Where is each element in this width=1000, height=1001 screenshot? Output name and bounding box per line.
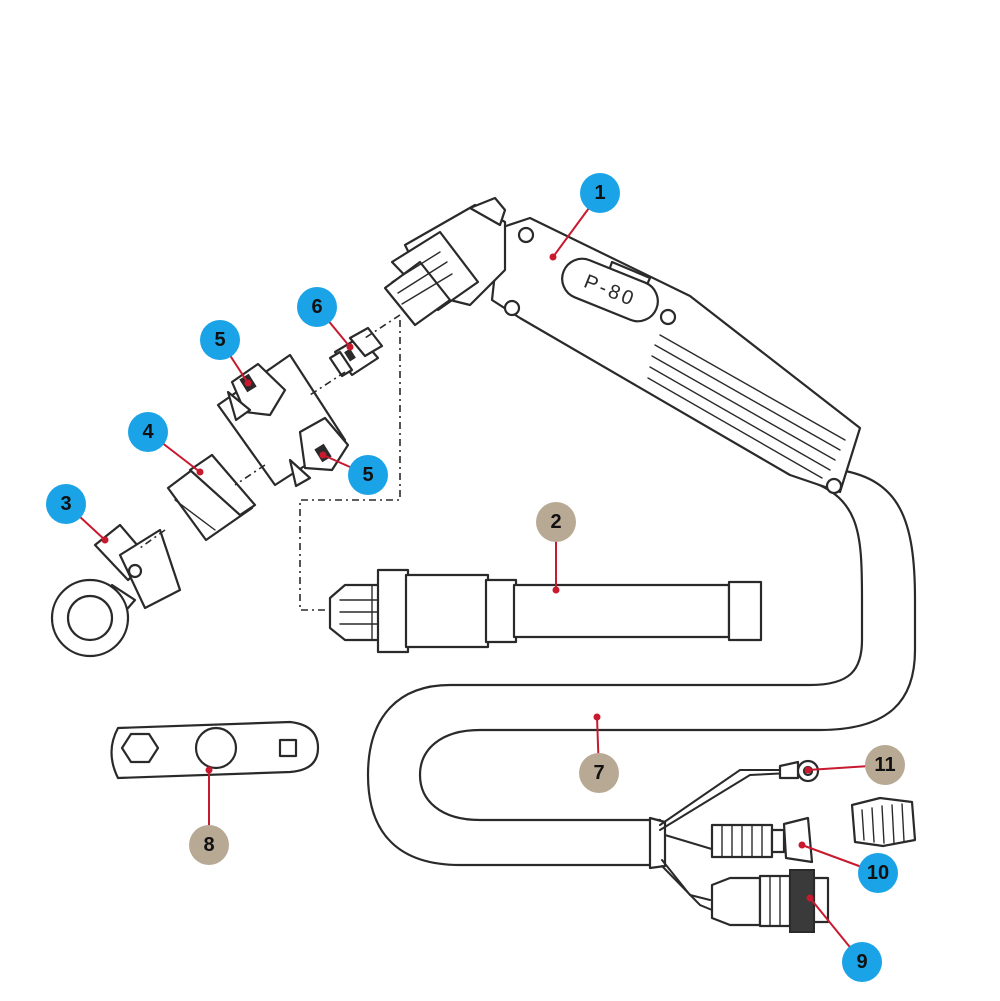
callout-badge-circle bbox=[46, 484, 86, 524]
callout-badges: 1 2 3 4 5 5 6 7 bbox=[46, 173, 905, 982]
callout-number: 5 bbox=[362, 464, 373, 486]
callout-badge-circle bbox=[842, 942, 882, 982]
callout-2: 2 bbox=[536, 502, 576, 542]
callout-10: 10 bbox=[858, 853, 898, 893]
callout-number: 6 bbox=[311, 296, 322, 318]
callout-badge-circle bbox=[865, 745, 905, 785]
callout-6: 6 bbox=[297, 287, 337, 327]
handle-grip-lines bbox=[647, 334, 846, 479]
callout-number: 11 bbox=[874, 754, 895, 776]
callout-5-swirl-ring: 5 bbox=[200, 320, 240, 360]
assembly-centerlines bbox=[139, 314, 401, 611]
callout-badge-circle bbox=[536, 502, 576, 542]
callout-3: 3 bbox=[46, 484, 86, 524]
callout-badge-circle bbox=[858, 853, 898, 893]
callout-number: 9 bbox=[856, 951, 867, 973]
callout-number: 10 bbox=[867, 862, 889, 884]
callout-number: 7 bbox=[593, 762, 604, 784]
callout-badge-circle bbox=[297, 287, 337, 327]
cable-connectors bbox=[659, 759, 917, 933]
callout-9: 9 bbox=[842, 942, 882, 982]
spanner-wrench bbox=[110, 720, 320, 780]
callout-badge-circle bbox=[189, 825, 229, 865]
callout-badge-circle bbox=[579, 753, 619, 793]
callout-8: 8 bbox=[189, 825, 229, 865]
torch-body bbox=[328, 568, 763, 654]
callout-1: 1 bbox=[580, 173, 620, 213]
callout-11: 11 bbox=[865, 745, 905, 785]
callout-5-nozzle: 5 bbox=[348, 455, 388, 495]
callout-number: 8 bbox=[203, 834, 214, 856]
callout-4: 4 bbox=[128, 412, 168, 452]
callout-badge-circle bbox=[200, 320, 240, 360]
callout-number: 3 bbox=[60, 493, 71, 515]
callout-number: 4 bbox=[142, 421, 154, 443]
electrode bbox=[328, 326, 384, 378]
callout-badge-circle bbox=[348, 455, 388, 495]
callout-7: 7 bbox=[579, 753, 619, 793]
callout-number: 2 bbox=[550, 511, 561, 533]
nozzle-assembly bbox=[216, 353, 350, 488]
callout-badge-circle bbox=[580, 173, 620, 213]
callout-number: 1 bbox=[594, 182, 605, 204]
standoff-guide bbox=[50, 523, 182, 658]
callout-number: 5 bbox=[214, 329, 225, 351]
shield-cup bbox=[166, 453, 257, 542]
torch-handle: P-80 bbox=[383, 196, 862, 495]
torch-cable bbox=[366, 468, 917, 870]
callout-badge-circle bbox=[128, 412, 168, 452]
